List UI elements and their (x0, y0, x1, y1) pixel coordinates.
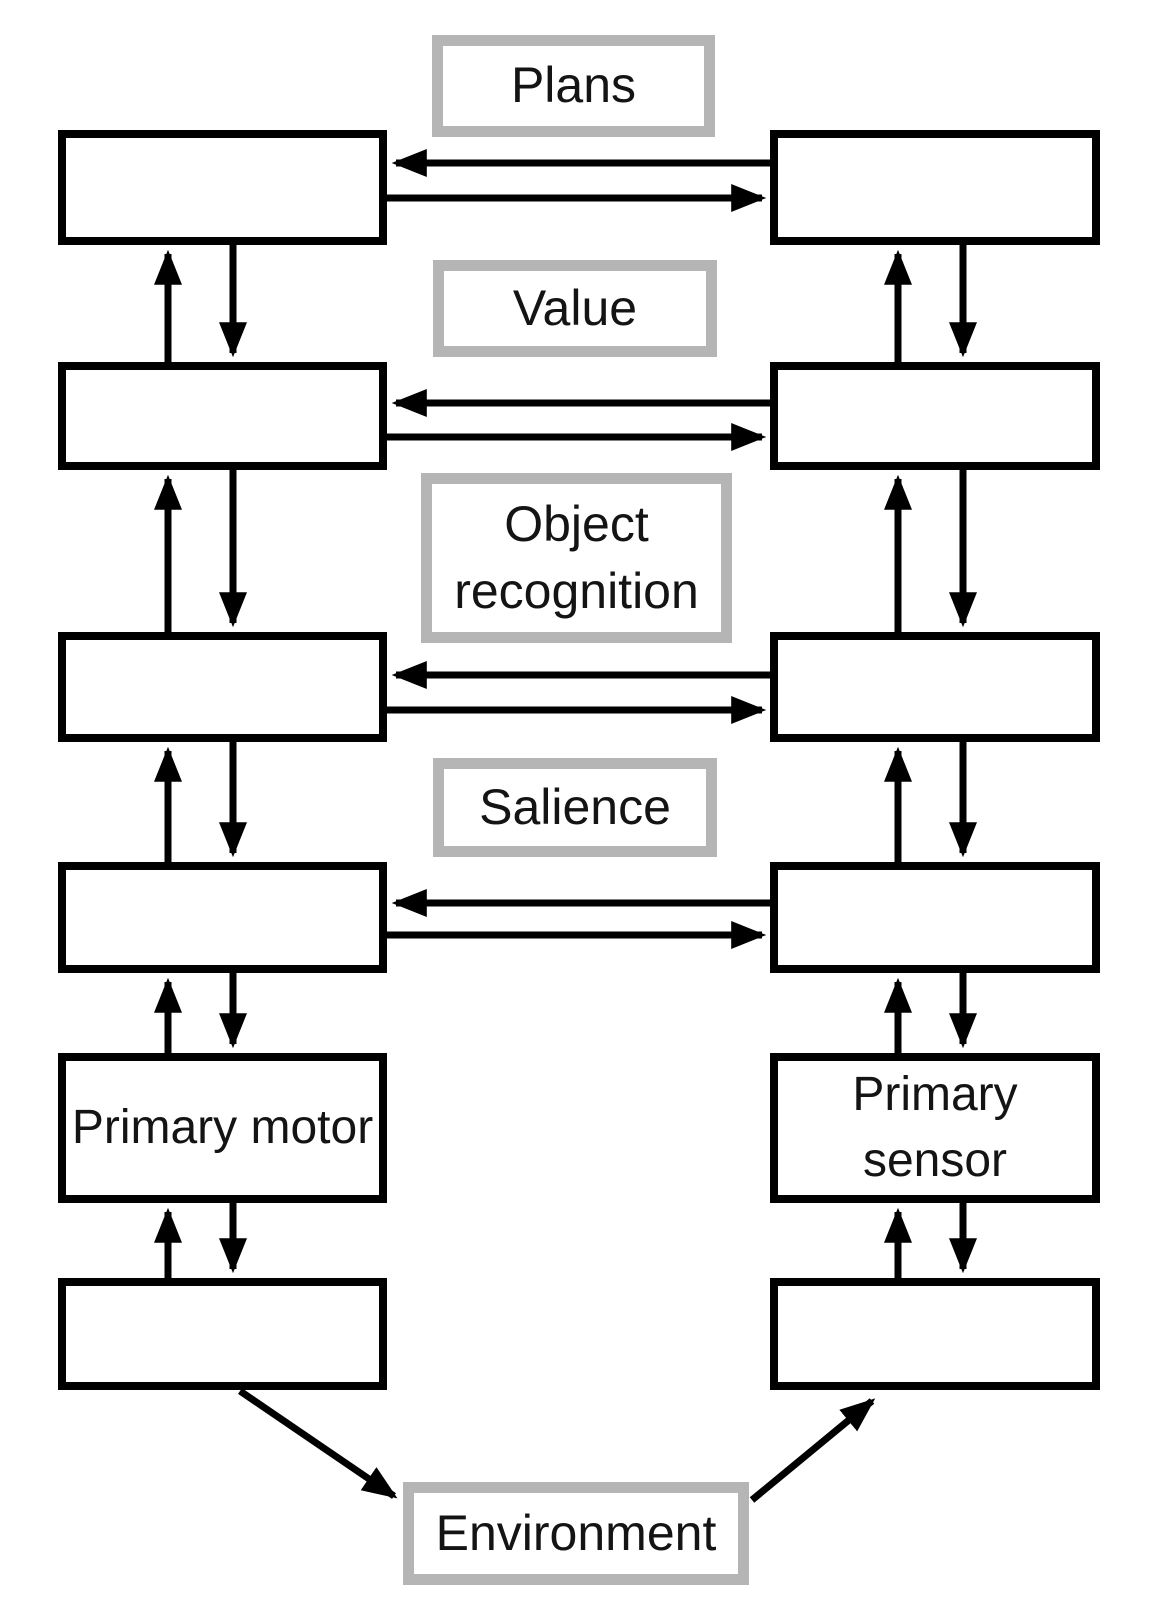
left-box-level1 (58, 130, 387, 245)
right-box-level6 (770, 1278, 1100, 1390)
left-box-level6 (58, 1278, 387, 1390)
primary-motor-box: Primary motor (58, 1053, 387, 1203)
right-box-level4 (770, 862, 1100, 973)
left-box-level3 (58, 632, 387, 742)
left-box-level2 (58, 362, 387, 470)
arrow-motor-to-environment (238, 1388, 398, 1499)
primary-sensor-label: Primary sensor (852, 1067, 1018, 1187)
plans-label: Plans (432, 35, 715, 137)
value-label: Value (433, 260, 717, 357)
environment-label-text: Environment (435, 1504, 717, 1561)
salience-label-text: Salience (479, 778, 671, 835)
primary-sensor-box: Primary sensor (770, 1053, 1100, 1203)
left-box-level4 (58, 862, 387, 973)
right-box-level3 (770, 632, 1100, 742)
environment-label: Environment (403, 1482, 749, 1585)
right-box-level2 (770, 362, 1100, 470)
object-recognition-label: Object recognition (421, 473, 732, 643)
plans-label-text: Plans (510, 57, 637, 114)
arrow-environment-to-sensor (749, 1398, 876, 1503)
salience-label: Salience (433, 758, 717, 857)
value-label-text: Value (512, 279, 638, 336)
primary-motor-label: Primary motor (71, 1100, 374, 1154)
right-box-level1 (770, 130, 1100, 245)
object-recognition-label-text: Object recognition (454, 495, 699, 620)
